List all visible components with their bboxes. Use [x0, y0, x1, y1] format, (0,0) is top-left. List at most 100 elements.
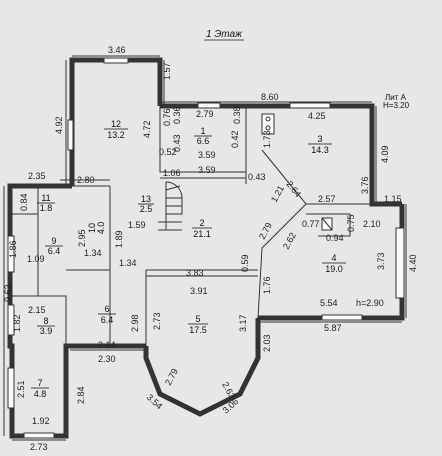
lit-height: Н=3.20	[383, 101, 410, 110]
room-area: 14.3	[311, 145, 329, 155]
dim-043: 0.43	[172, 134, 182, 152]
dim-279: 2.79	[196, 109, 214, 119]
dim-182: 1.82	[12, 314, 22, 332]
dim-094: 0.94	[326, 233, 344, 243]
room-number: 1	[200, 126, 205, 136]
room-number: 4	[331, 253, 336, 263]
dim-115: 1.15	[384, 194, 402, 204]
dim-038: 0.38	[232, 106, 242, 124]
dimension-lines	[3, 55, 407, 441]
window-room7-bottom	[23, 432, 55, 439]
window-room3	[289, 102, 331, 109]
dim-860: 8.60	[261, 92, 279, 102]
dim-203: 2.03	[262, 334, 272, 352]
room-number: 10	[87, 223, 97, 233]
dim-383: 3.83	[186, 268, 204, 278]
plan-title: 1 Этаж	[206, 29, 243, 40]
wall-2-4-diag	[257, 203, 307, 319]
room-area: 2.5	[140, 204, 153, 214]
fixture-room4-diag	[321, 217, 333, 231]
room-number: 8	[43, 316, 48, 326]
dim-554: 5.54	[320, 298, 338, 308]
room-number: 2	[199, 218, 204, 228]
window-room7	[7, 367, 15, 409]
window-room9	[7, 235, 15, 273]
dim-235: 2.35	[28, 171, 46, 181]
burner-2	[265, 125, 271, 131]
dim-295: 2.95	[77, 229, 87, 247]
room-8: 8 3.9	[37, 316, 55, 336]
dim-376: 3.76	[360, 176, 370, 194]
room-12: 12 13.2	[104, 119, 128, 140]
window-room1	[197, 102, 221, 109]
room-13: 13 2.5	[138, 194, 154, 214]
room-10: 10 4.0	[87, 222, 106, 235]
dim-189: 1.89	[114, 230, 124, 248]
dim-215: 2.15	[28, 305, 46, 315]
wall-1-left	[159, 106, 246, 173]
dim-210: 2.10	[363, 219, 381, 229]
room-area: 4.8	[34, 389, 47, 399]
dim-159: 1.59	[128, 220, 146, 230]
dim-077: 0.77	[302, 219, 320, 229]
room-area: 6.4	[48, 246, 61, 256]
dim-391: 3.91	[190, 286, 208, 296]
window-room12-left	[67, 119, 74, 151]
window-room4	[395, 227, 405, 299]
room-area: 1.8	[40, 203, 53, 213]
room-area: 13.2	[107, 130, 125, 140]
room-area: 4.0	[96, 222, 106, 235]
dim-084: 0.84	[19, 193, 29, 211]
dim-359a: 3.59	[198, 150, 216, 160]
dim-134b: 1.34	[119, 258, 137, 268]
dim-273b: 2.73	[30, 442, 48, 452]
dim-192: 1.92	[32, 416, 50, 426]
room-area: 19.0	[325, 264, 343, 274]
dim-273: 2.73	[152, 312, 162, 330]
room-7: 7 4.8	[31, 378, 49, 399]
dim-359b: 3.59	[198, 165, 216, 175]
room-area: 6.4	[101, 315, 114, 325]
dim-052: 0.52	[159, 147, 177, 157]
room-6: 6 6.4	[98, 304, 116, 325]
room-11: 11 1.8	[37, 193, 55, 213]
dim-076: 0.76	[162, 108, 172, 126]
dim-173: 1.73	[262, 130, 272, 148]
room-5: 5 17.5	[188, 314, 208, 335]
room-number: 13	[141, 194, 151, 204]
dim-472: 4.72	[142, 120, 152, 138]
dim-h290: h=2.90	[356, 298, 384, 308]
room-number: 7	[37, 378, 42, 388]
room-2: 2 21.1	[192, 218, 212, 239]
window-room4-bottom	[321, 314, 363, 321]
dim-230: 2.30	[98, 354, 116, 364]
dim-075: 0.75	[346, 214, 356, 232]
dim-317: 3.17	[238, 314, 248, 332]
dim-587: 5.87	[324, 323, 342, 333]
dim-157: 1.57	[162, 62, 172, 80]
room-9: 9 6.4	[45, 236, 63, 256]
dim-036: 0.36	[172, 106, 182, 124]
dim-425: 4.25	[308, 111, 326, 121]
room-number: 9	[51, 236, 56, 246]
room-number: 11	[41, 193, 50, 203]
dim-059: 0.59	[240, 254, 250, 272]
dim-134: 1.34	[84, 248, 102, 258]
dim-373: 3.73	[376, 252, 386, 270]
room-area: 17.5	[189, 325, 207, 335]
dim-298: 2.98	[130, 314, 140, 332]
dim-257: 2.57	[318, 194, 336, 204]
room-4: 4 19.0	[322, 253, 346, 274]
room-3: 3 14.3	[308, 134, 332, 155]
dim-280: 2.80	[77, 175, 95, 185]
dim-109: 1.09	[27, 254, 45, 264]
wall-4-inner	[306, 213, 351, 237]
dim-963: 9.63	[3, 284, 13, 302]
dim-346: 3.46	[108, 45, 126, 55]
staircase	[158, 181, 183, 231]
outer-wall-top-right	[160, 103, 402, 207]
window-room12	[103, 57, 129, 64]
room-number: 6	[104, 304, 109, 314]
dim-186: 1.86	[8, 240, 18, 258]
